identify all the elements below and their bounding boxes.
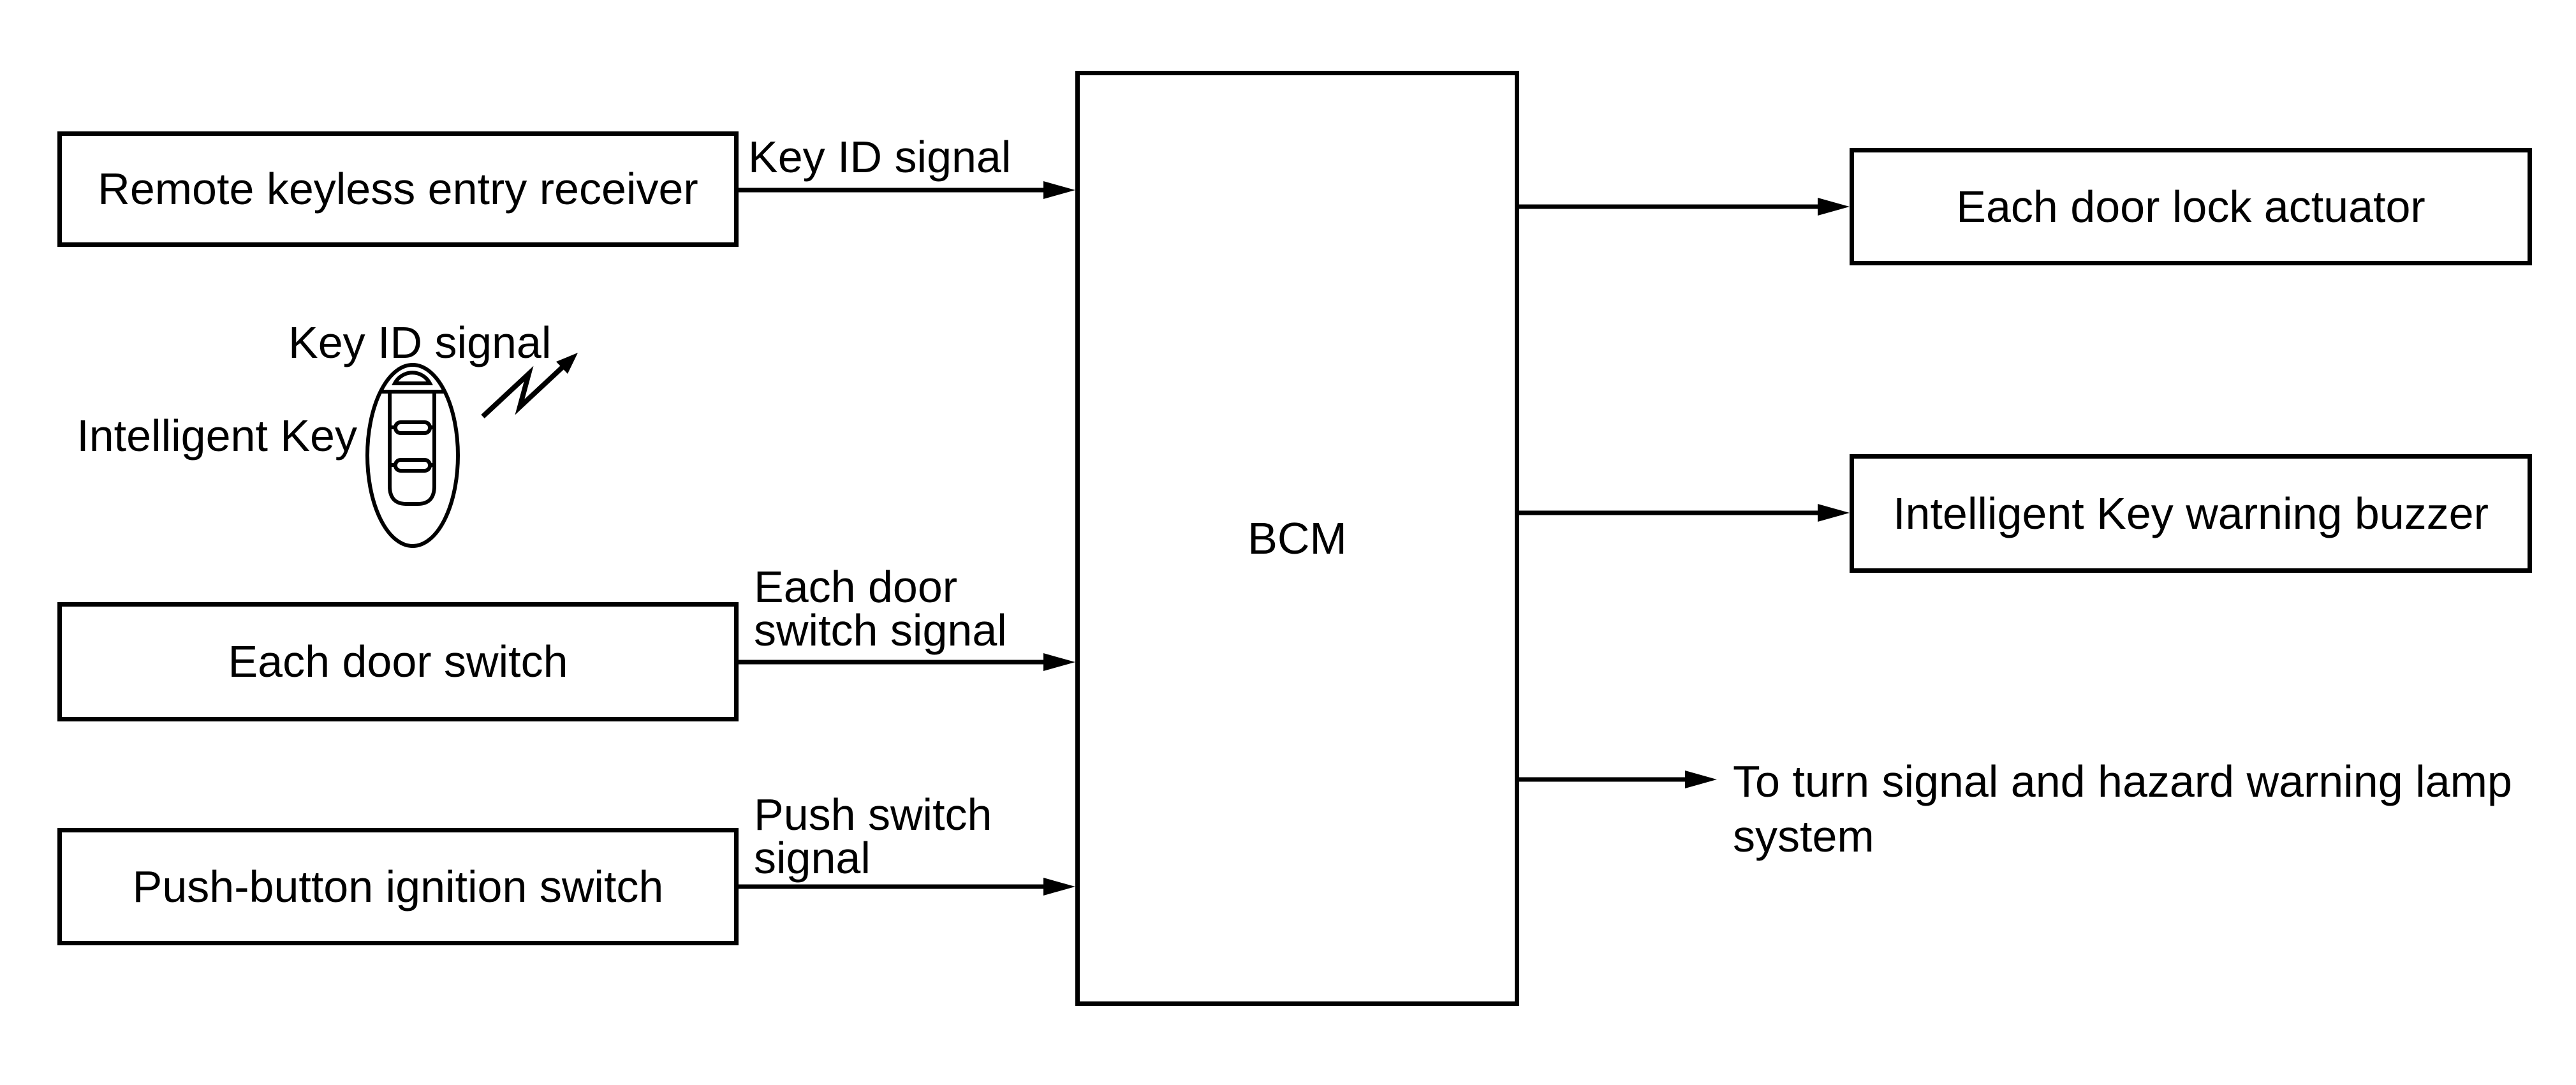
label-key-id-signal-to-bcm: Key ID signal [748, 132, 1012, 182]
arrow-bcm-to-warning-buzzer [1519, 504, 1850, 522]
node-push-button-ignition-switch: Push-button ignition switch [57, 828, 739, 945]
label-to-turn-signal-system: To turn signal and hazard warning lamp s… [1733, 757, 2512, 861]
label-push-switch-signal: Push switch signal [754, 790, 992, 883]
arrow-key-id-signal-to-bcm [739, 181, 1075, 199]
node-label: Remote keyless entry receiver [98, 164, 698, 214]
node-intelligent-key-warning-buzzer: Intelligent Key warning buzzer [1850, 454, 2532, 573]
arrow-bcm-to-turn-signal-system [1519, 771, 1717, 788]
label-each-door-switch-signal: Each door switch signal [754, 562, 1007, 655]
node-each-door-lock-actuator: Each door lock actuator [1850, 148, 2532, 265]
arrow-each-door-switch-signal [739, 653, 1075, 671]
label-intelligent-key: Intelligent Key [77, 411, 357, 461]
node-remote-keyless-entry-receiver: Remote keyless entry receiver [57, 131, 739, 247]
node-bcm: BCM [1075, 71, 1519, 1006]
node-each-door-switch: Each door switch [57, 602, 739, 721]
arrow-bcm-to-door-lock-actuator [1519, 198, 1850, 216]
label-key-id-signal-from-key: Key ID signal [288, 318, 552, 367]
intelligent-key-icon [365, 363, 460, 548]
node-label: BCM [1248, 513, 1347, 563]
radio-signal-arrow-icon [481, 353, 578, 418]
node-label: Each door lock actuator [1956, 181, 2425, 232]
node-label: Intelligent Key warning buzzer [1893, 488, 2489, 538]
arrow-push-switch-signal [739, 878, 1075, 896]
node-label: Push-button ignition switch [132, 861, 664, 912]
node-label: Each door switch [228, 637, 568, 686]
